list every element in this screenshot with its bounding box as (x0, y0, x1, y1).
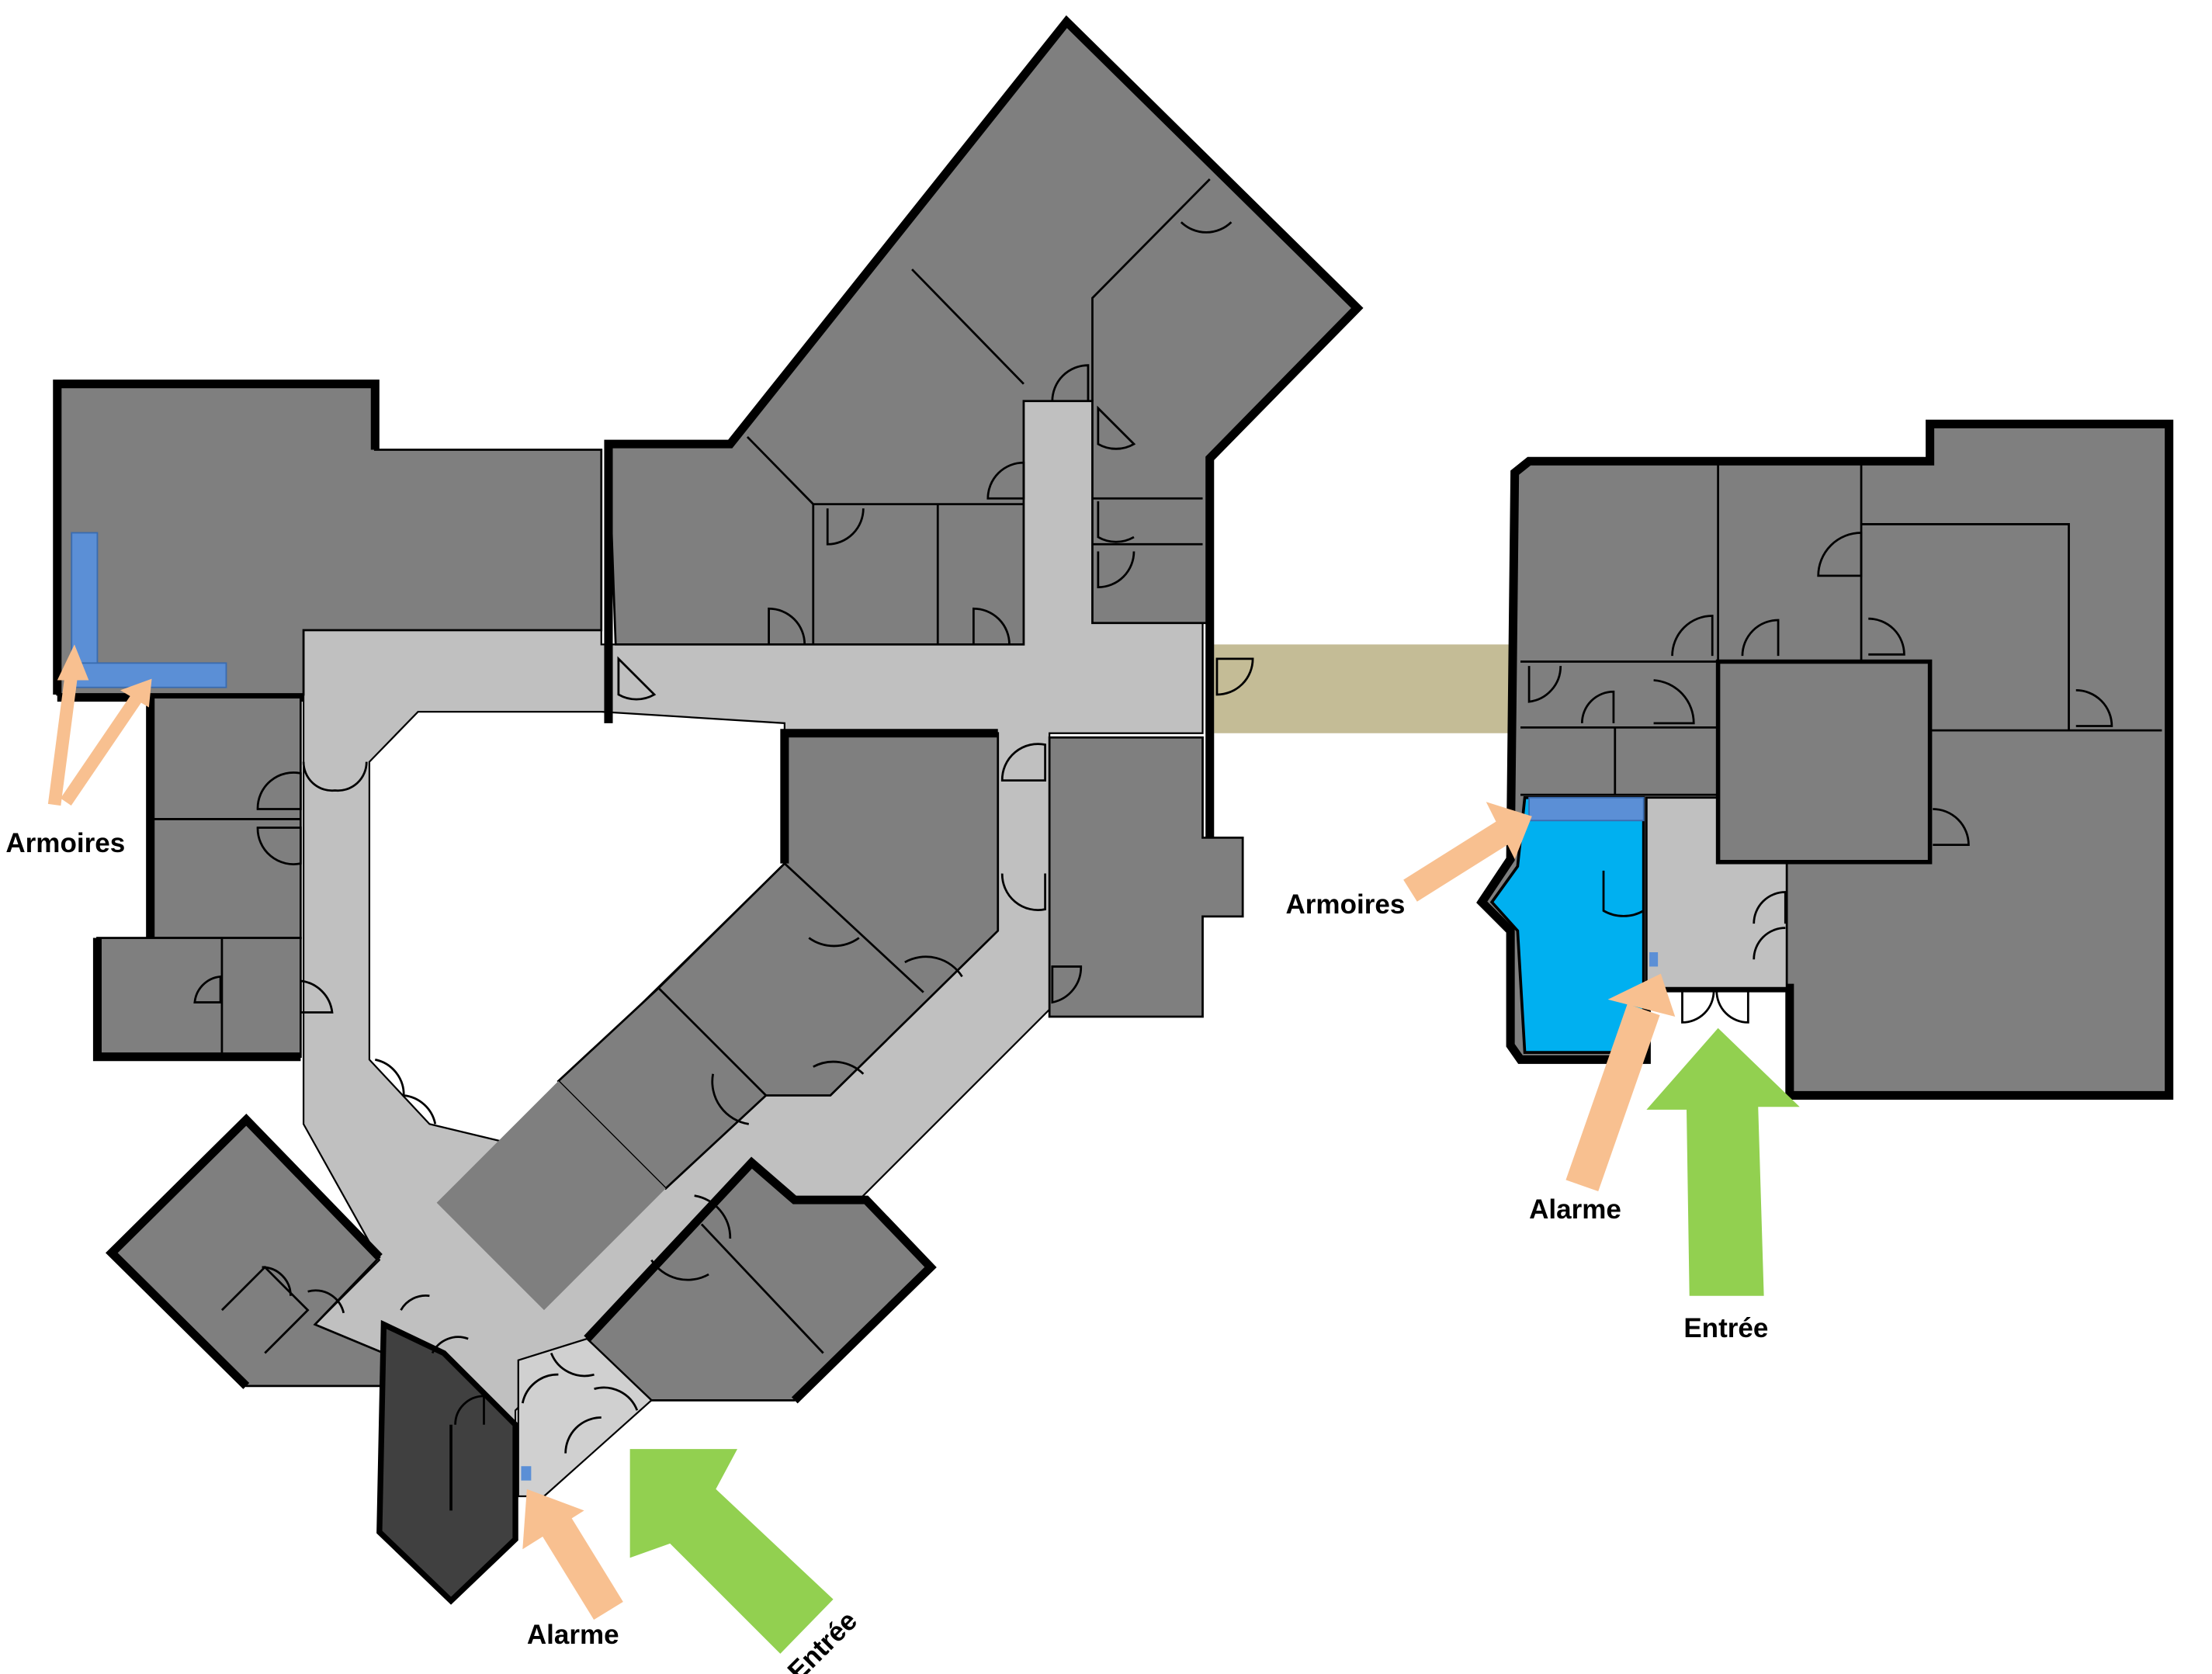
wall (106, 1113, 383, 1389)
right-building (1476, 419, 2174, 1100)
arrow-armoires-left-1 (47, 644, 89, 806)
divider (783, 862, 924, 993)
wall (584, 1156, 937, 1404)
room-highlighted (1489, 795, 1645, 1054)
armoires-left (71, 532, 99, 667)
doors (1527, 532, 2113, 1024)
room-dark (376, 1319, 518, 1605)
room-diagonal-block (556, 732, 1000, 1191)
divider (700, 1223, 824, 1354)
alarm-panel-right (1649, 951, 1659, 967)
annotation-arrows (47, 644, 1800, 1654)
label-alarme-right: Alarme (1529, 1194, 1621, 1225)
arrow-armoires-right (1403, 802, 1532, 902)
room-central-square (1715, 659, 1933, 865)
wall (604, 15, 1364, 838)
alarm-panel-left (521, 1466, 532, 1481)
arrow-alarme-right (1565, 973, 1676, 1191)
label-alarme-left: Alarme (527, 1620, 619, 1650)
dividers (1520, 461, 2162, 796)
arrow-entree-left (629, 1449, 834, 1654)
divider (657, 987, 767, 1097)
room-east (1048, 736, 1244, 1018)
room-diamond (436, 1081, 666, 1311)
wall (92, 938, 301, 1062)
label-armoires-right: Armoires (1286, 889, 1406, 920)
arrow-armoires-left-2 (60, 678, 152, 806)
divider (911, 269, 1025, 385)
room-north-central (607, 19, 1359, 646)
label-entree-right: Entrée (1683, 1313, 1768, 1343)
divider (1091, 178, 1211, 401)
connecting-passage (1214, 644, 1515, 733)
doors (193, 221, 1254, 1454)
arrow-entree-right (1646, 1028, 1800, 1296)
arrow-alarme-left (522, 1489, 623, 1620)
room-west-2 (96, 937, 302, 1059)
divider (220, 1265, 310, 1354)
armoires-right (1528, 796, 1645, 822)
wall (53, 380, 380, 695)
left-building (53, 15, 1364, 1605)
label-armoires-left: Armoires (5, 828, 125, 858)
entrance-hall (517, 1337, 653, 1498)
room-west-1 (149, 696, 302, 939)
wall (780, 729, 998, 864)
